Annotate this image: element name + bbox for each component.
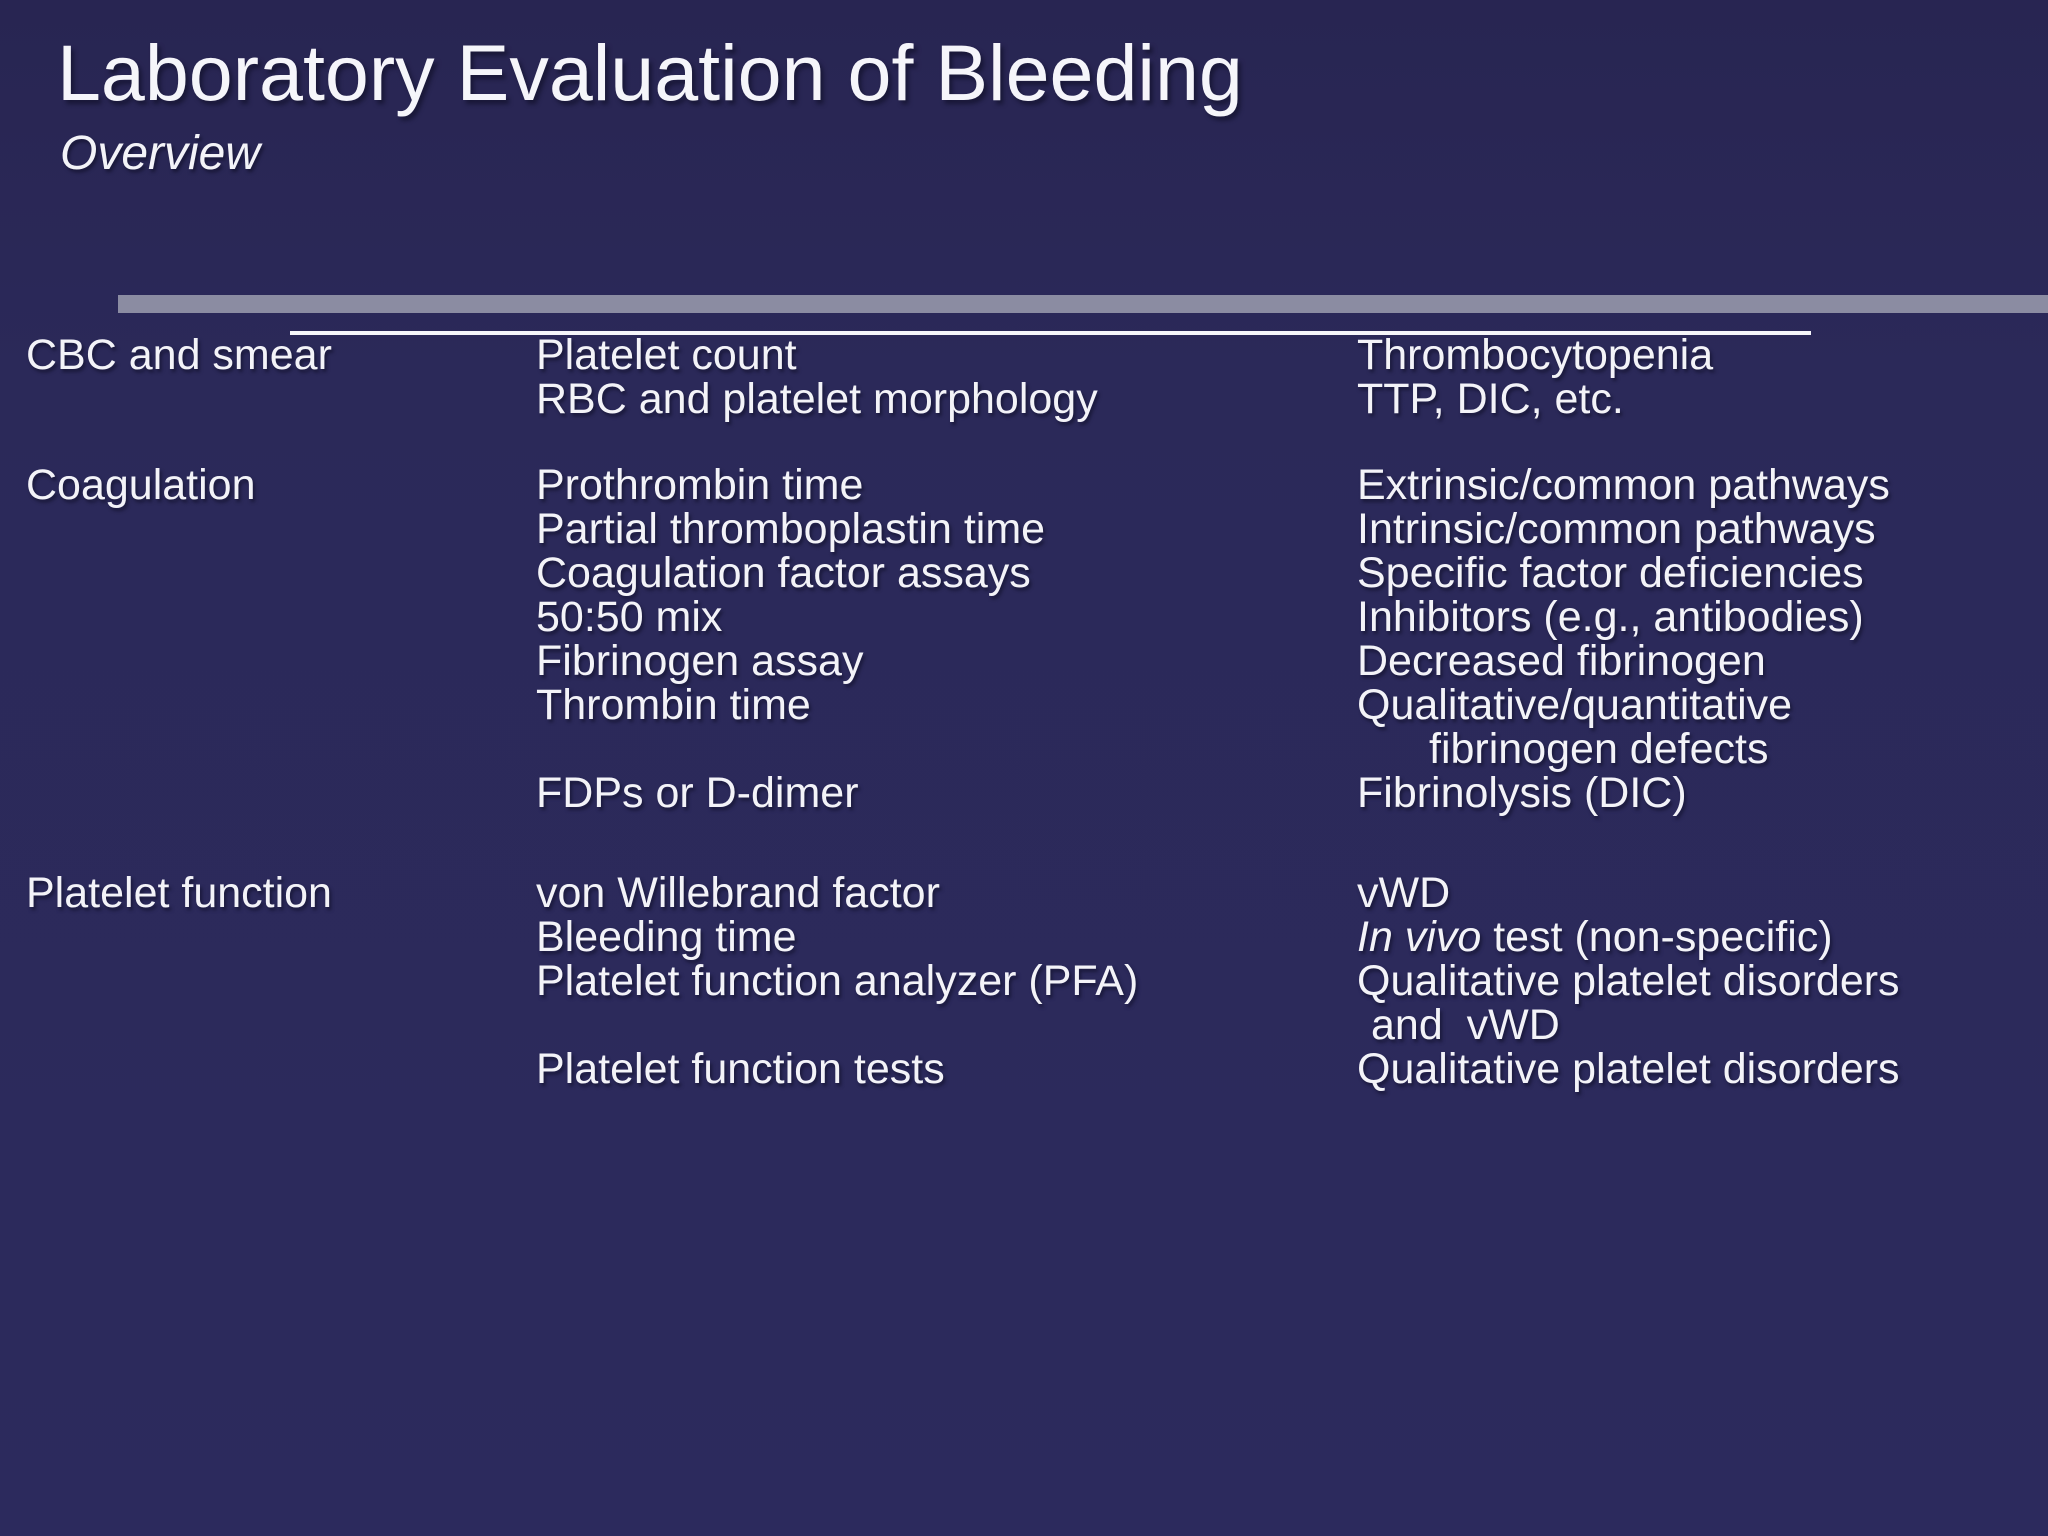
text-line	[536, 1003, 1341, 1047]
text-line: vWD	[1357, 869, 1451, 917]
text-line: TTP, DIC, etc.	[1357, 375, 1624, 423]
text-line: Qualitative/quantitative	[1357, 681, 1793, 729]
text-line: Partial thromboplastin time	[536, 505, 1046, 553]
text-line: Specific factor deficiencies	[1357, 549, 1864, 597]
category-cell: Platelet function	[26, 871, 496, 915]
text-line: Qualitative platelet disorders	[1357, 1045, 1900, 1093]
text-line: Coagulation	[26, 461, 256, 509]
slide-title: Laboratory Evaluation of Bleeding	[57, 28, 1243, 117]
text-line: Platelet function	[26, 869, 332, 917]
text-line: von Willebrand factor	[536, 869, 940, 917]
text-line: Qualitative platelet disorders	[1357, 957, 1900, 1005]
text-line: Fibrinogen assay	[536, 637, 864, 685]
text-line	[536, 727, 1341, 771]
accent-bar	[118, 295, 2048, 313]
text-line: In vivo test (non-specific)	[1357, 913, 1833, 961]
category-cell: Coagulation	[26, 463, 496, 507]
text-line: FDPs or D-dimer	[536, 769, 859, 817]
text-line: Fibrinolysis (DIC)	[1357, 769, 1687, 817]
text-line: 50:50 mix	[536, 593, 723, 641]
text-line: and vWD	[1371, 1001, 1560, 1049]
text-line: Intrinsic/common pathways	[1357, 505, 1876, 553]
category-cell: CBC and smear	[26, 333, 496, 377]
text-line: Prothrombin time	[536, 461, 864, 509]
text-line: Coagulation factor assays	[536, 549, 1031, 597]
text-line: Inhibitors (e.g., antibodies)	[1357, 593, 1864, 641]
text-line: RBC and platelet morphology	[536, 375, 1098, 423]
text-line: Platelet count	[536, 331, 797, 379]
slide-subtitle: Overview	[60, 127, 261, 180]
text-line: Platelet function analyzer (PFA)	[536, 957, 1139, 1005]
text-line: Thrombin time	[536, 681, 811, 729]
text-line: Decreased fibrinogen	[1357, 637, 1766, 685]
text-line: Thrombocytopenia	[1357, 331, 1714, 379]
text-line: Extrinsic/common pathways	[1357, 461, 1890, 509]
text-line: Bleeding time	[536, 913, 797, 961]
text-line: fibrinogen defects	[1429, 725, 1769, 773]
text-line: Platelet function tests	[536, 1045, 945, 1093]
text-line: CBC and smear	[26, 331, 332, 379]
table-top-border	[290, 331, 1811, 335]
